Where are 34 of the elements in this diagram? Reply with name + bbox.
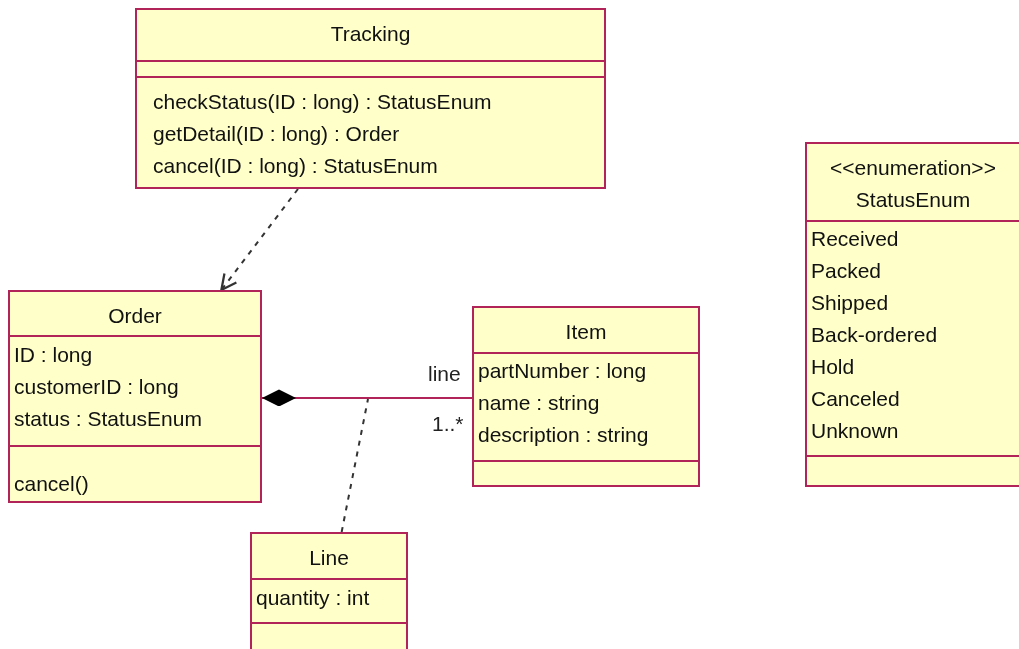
attribute-text: customerID : long <box>14 375 179 399</box>
role-name: line <box>428 362 461 386</box>
class-box <box>805 142 1019 487</box>
attribute-text: name : string <box>478 391 600 415</box>
class-name: Line <box>308 546 350 570</box>
enum-value: Unknown <box>811 419 899 443</box>
enum-value: Canceled <box>811 387 900 411</box>
dependency-arrow <box>220 188 299 292</box>
method-text: getDetail(ID : long) : Order <box>153 122 400 146</box>
attribute-text: status : StatusEnum <box>14 407 202 431</box>
enum-value: Shipped <box>811 291 889 315</box>
class-name: StatusEnum <box>854 188 972 212</box>
method-text: cancel(ID : long) : StatusEnum <box>153 154 438 178</box>
attribute-text: quantity : int <box>256 586 370 610</box>
class-box <box>135 8 606 189</box>
class-name: Item <box>564 320 608 344</box>
class-name: Order <box>107 304 163 328</box>
enum-value: Received <box>811 227 899 251</box>
enum-value: Packed <box>811 259 882 283</box>
attribute-text: description : string <box>478 423 649 447</box>
class-box <box>8 290 262 503</box>
method-text: checkStatus(ID : long) : StatusEnum <box>153 90 492 114</box>
composition-line <box>261 389 473 407</box>
stereotype-text: <<enumeration>> <box>829 156 997 180</box>
multiplicity-label: 1..* <box>432 412 464 436</box>
enum-value: Back-ordered <box>811 323 938 347</box>
attribute-text: ID : long <box>14 343 93 367</box>
method-text: cancel() <box>14 472 89 496</box>
association-class-line <box>340 398 369 533</box>
class-box <box>250 532 408 649</box>
class-name: Tracking <box>329 22 412 46</box>
attribute-text: partNumber : long <box>478 359 647 383</box>
class-box <box>472 306 700 487</box>
enum-value: Hold <box>811 355 855 379</box>
